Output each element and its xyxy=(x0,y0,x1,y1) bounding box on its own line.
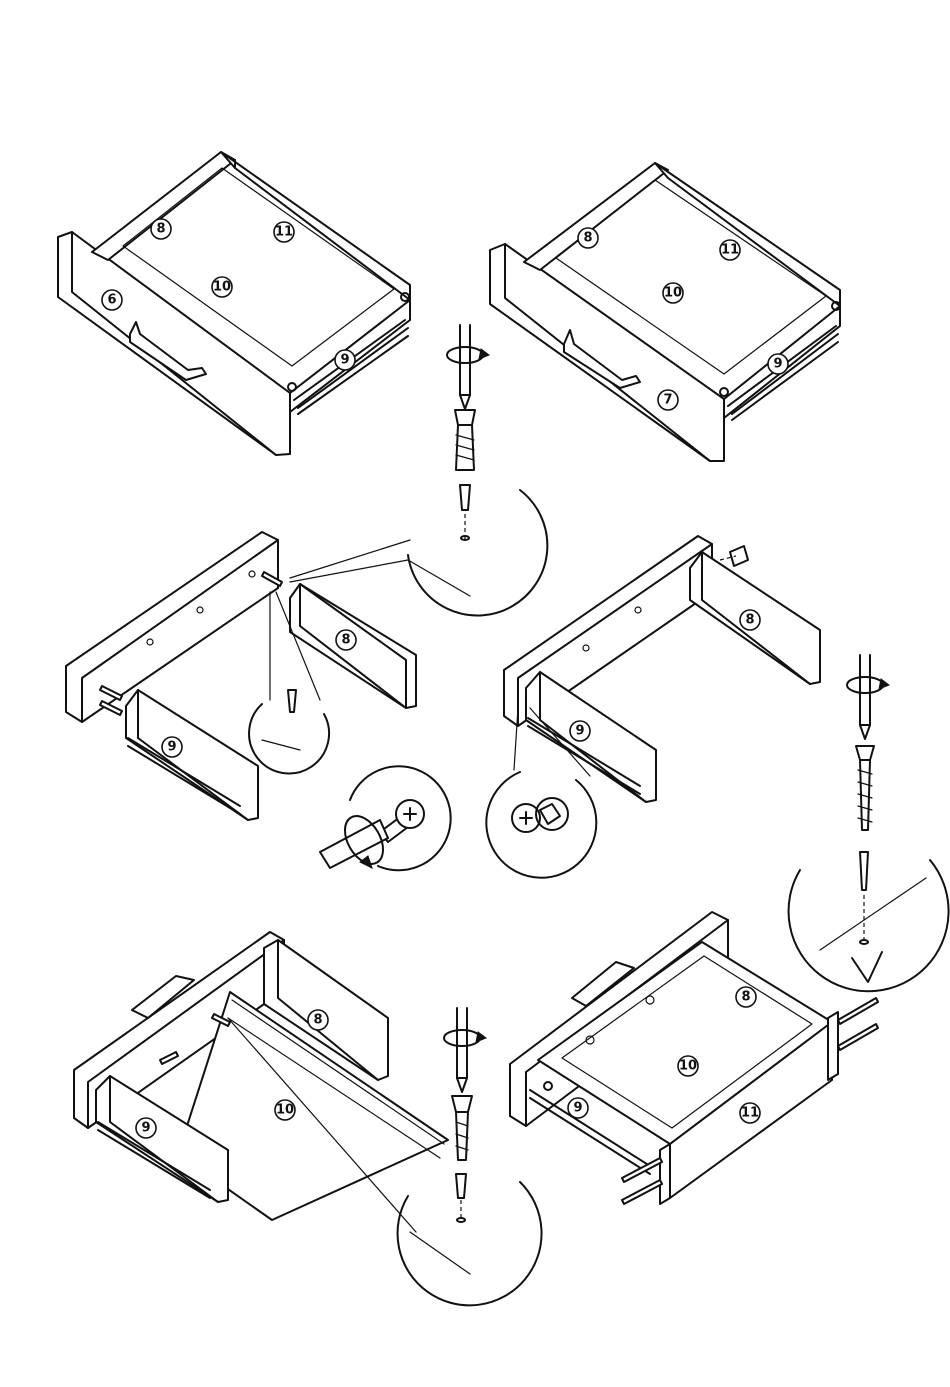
step4-cam-assembly: 8 9 xyxy=(504,536,820,802)
part-label: 9 xyxy=(141,1121,150,1136)
step6-finished-drawer: 8 10 11 9 xyxy=(510,912,878,1204)
part-label: 8 xyxy=(313,1013,322,1028)
step2-drawer-front-7: 8 11 10 9 7 xyxy=(490,163,840,461)
cam-tighten-detail-left xyxy=(320,766,451,870)
part-label: 9 xyxy=(575,724,584,739)
step1-drawer-front-6: 8 11 10 6 9 xyxy=(58,152,410,455)
part-label: 7 xyxy=(663,393,672,408)
part-label: 11 xyxy=(275,225,293,240)
part-label: 8 xyxy=(341,633,350,648)
part-label: 10 xyxy=(276,1103,294,1118)
long-screw-detail xyxy=(789,655,949,991)
part-label: 9 xyxy=(340,353,349,368)
part-label: 10 xyxy=(664,286,682,301)
part-label: 8 xyxy=(583,231,592,246)
part-label: 11 xyxy=(741,1106,759,1121)
part-label: 9 xyxy=(773,357,782,372)
part-label: 8 xyxy=(745,613,754,628)
step3-side-assembly: 8 9 xyxy=(66,532,416,820)
part-label: 9 xyxy=(573,1101,582,1116)
step5-bottom-insertion: 8 10 9 xyxy=(74,932,448,1232)
part-label: 8 xyxy=(741,990,750,1005)
short-screw-detail xyxy=(398,1008,542,1305)
part-label: 10 xyxy=(679,1059,697,1074)
part-label: 8 xyxy=(156,222,165,237)
part-label: 6 xyxy=(107,293,116,308)
part-label: 10 xyxy=(213,280,231,295)
part-label: 9 xyxy=(167,740,176,755)
part-label: 11 xyxy=(721,243,739,258)
